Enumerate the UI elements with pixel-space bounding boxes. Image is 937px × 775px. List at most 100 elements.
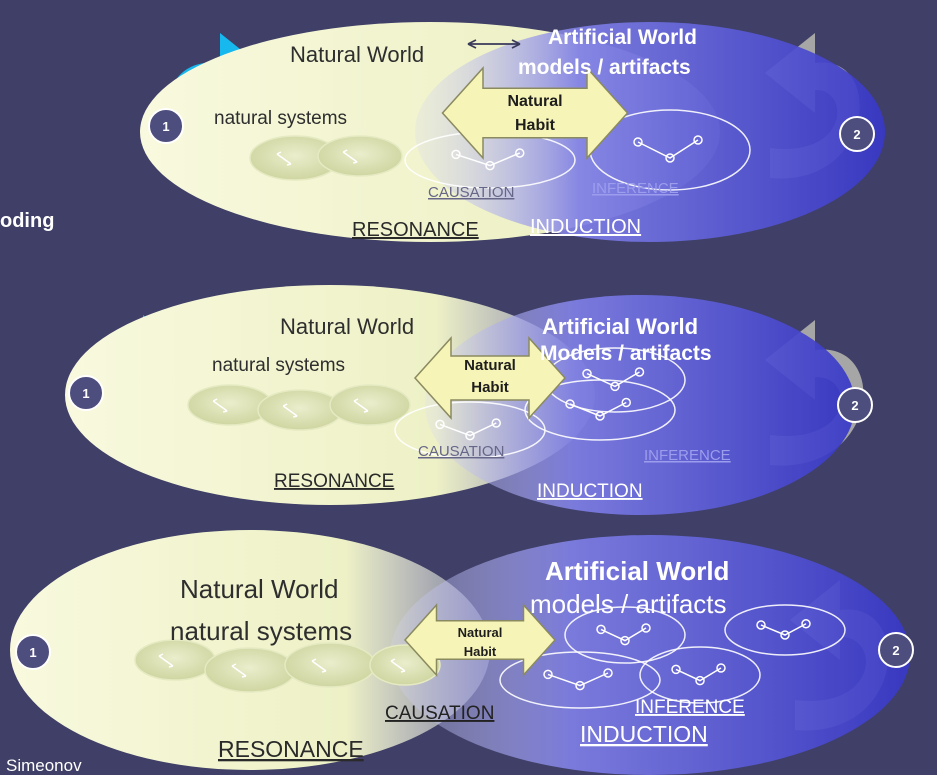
model-graph-edges [675, 667, 722, 682]
causal-link-arrow [158, 653, 174, 668]
side-label: oding [0, 210, 54, 232]
badge-right-label: 2 [853, 127, 860, 142]
model-graph-node [716, 663, 726, 673]
model-graph-node [693, 135, 703, 145]
model-graph-edges [547, 672, 609, 687]
resonance-label: RESONANCE [218, 736, 364, 762]
causation-label: CAUSATION [385, 703, 494, 724]
natural-system-blob [257, 389, 343, 431]
model-circle [394, 401, 546, 459]
model-graph-node [756, 620, 766, 630]
inference-label: INFERENCE [644, 447, 731, 464]
model-graph-node [465, 430, 475, 441]
badge-right-circle [839, 116, 875, 152]
natural-systems-label: natural systems [170, 616, 352, 646]
model-graph-node [582, 368, 592, 379]
model-graph-node [435, 419, 445, 430]
causal-link-arrow [282, 403, 298, 418]
natural-habit-label-line2: Habit [471, 379, 509, 396]
badge-right-label: 2 [892, 643, 899, 658]
model-graph-edges [637, 139, 699, 159]
causal-link-arrow [342, 149, 358, 164]
induction-label: INDUCTION [537, 481, 643, 502]
model-graph-node [641, 623, 651, 633]
model-graph-node [695, 675, 705, 686]
model-circle [724, 604, 846, 656]
causal-link-arrow [311, 658, 327, 673]
model-graph-edges [439, 422, 497, 437]
model-graph-node [620, 635, 630, 646]
inference-label: INFERENCE [592, 180, 679, 197]
causation-label: CAUSATION [428, 184, 514, 201]
natural-habit-label-line1: Natural [507, 93, 562, 110]
model-graph-node [780, 630, 790, 640]
model-graph-node [485, 160, 495, 171]
badge-left-circle [68, 375, 104, 411]
model-circle [499, 651, 661, 709]
models-artifacts-label: Models / artifacts [540, 342, 712, 365]
author-credit: Simeonov [6, 756, 82, 775]
badge-right-circle [878, 632, 914, 668]
badge-right-label: 2 [851, 398, 858, 413]
artificial-world-ellipse [390, 535, 910, 775]
natural-systems-label: natural systems [212, 355, 345, 376]
natural-habit-double-arrow-icon [403, 603, 557, 677]
artificial-world-ellipse [415, 22, 885, 242]
model-graph-node [621, 397, 631, 408]
model-circle [639, 646, 761, 704]
causal-link-arrow [353, 398, 369, 413]
causal-link-arrow [231, 663, 247, 678]
model-graph-node [610, 381, 620, 392]
model-graph-node [451, 149, 461, 160]
badge-left-circle [148, 108, 184, 144]
model-graph-node [565, 399, 575, 409]
artificial-world-label: Artificial World [545, 556, 729, 586]
model-graph-edges [760, 623, 807, 636]
model-graph-edges [569, 401, 627, 417]
model-graph-node [595, 411, 605, 421]
model-graph-node [515, 148, 525, 158]
model-graph-node [665, 153, 675, 163]
natural-system-blob [134, 639, 216, 681]
natural-habit-label-line2: Habit [515, 117, 556, 134]
badge-left-label: 1 [82, 386, 89, 401]
natural-world-label: Natural World [280, 314, 414, 339]
badge-right-circle [837, 387, 873, 423]
natural-systems-label: natural systems [214, 108, 347, 129]
natural-world-label: Natural World [180, 574, 338, 604]
models-artifacts-label: models / artifacts [530, 589, 727, 619]
natural-habit-label-line1: Natural [458, 625, 503, 640]
inference-label: INFERENCE [635, 697, 745, 718]
natural-habit-label-line2: Habit [464, 644, 497, 659]
model-graph-edges [455, 152, 521, 167]
model-circle [564, 606, 686, 664]
model-graph-node [543, 669, 553, 680]
badge-left-label: 1 [162, 119, 169, 134]
badge-left-circle [15, 634, 51, 670]
model-graph-edges [600, 627, 647, 642]
causal-link-arrow [276, 151, 292, 166]
natural-world-label: Natural World [290, 42, 424, 67]
induction-label: INDUCTION [530, 216, 641, 238]
artificial-world-label: Artificial World [542, 314, 698, 339]
resonance-label: RESONANCE [274, 471, 394, 492]
natural-system-blob [329, 384, 411, 426]
natural-habit-label-line1: Natural [464, 357, 516, 374]
badge-left-label: 1 [29, 645, 36, 660]
induction-label: INDUCTION [580, 721, 708, 747]
causal-link-arrow [212, 398, 228, 413]
model-graph-node [603, 668, 613, 678]
bidirectional-arrow-icon [467, 39, 521, 49]
model-graph-node [575, 680, 585, 691]
resonance-label: RESONANCE [352, 219, 479, 241]
model-graph-node [634, 367, 645, 377]
natural-system-blob [204, 647, 296, 693]
model-graph-edges [586, 371, 640, 388]
causation-label: CAUSATION [418, 443, 504, 460]
natural-system-blob [284, 642, 376, 688]
model-graph-node [491, 418, 501, 428]
natural-habit-double-arrow-icon [441, 66, 629, 160]
model-graph-node [596, 624, 606, 635]
